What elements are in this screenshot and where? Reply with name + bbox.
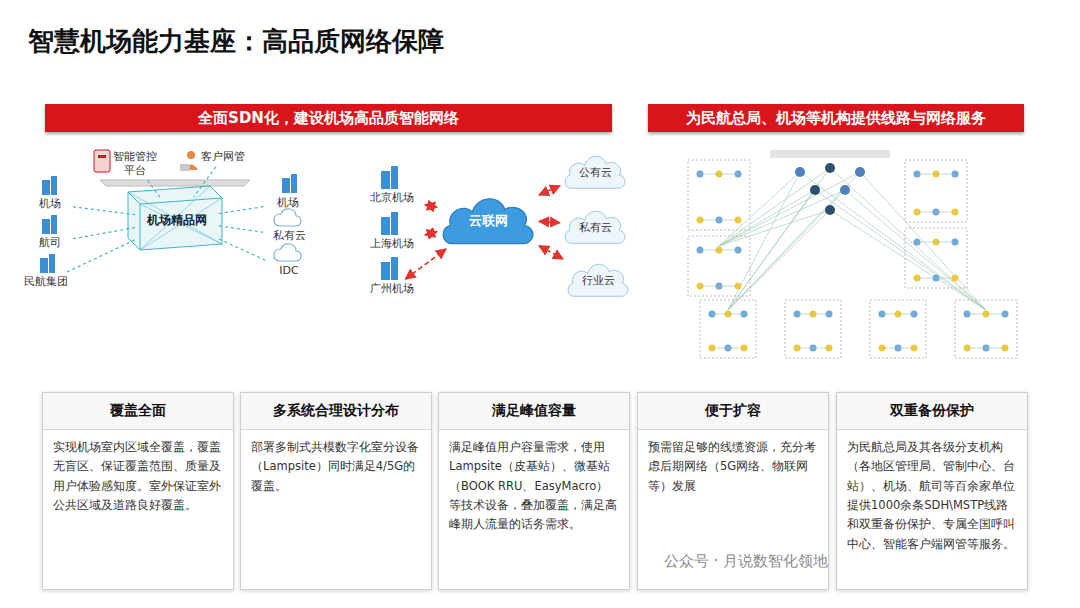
diagram-label: 客户网管: [201, 150, 245, 164]
connector: [67, 240, 135, 272]
connector: [148, 181, 160, 198]
node-text: 上海机场: [362, 237, 422, 251]
connector: [73, 228, 135, 239]
node-text: 为民航总局、机场等机构提供线路与网络服务: [686, 109, 986, 128]
node-body: 满足峰值用户容量需求，使用Lampsite（皮基站）、微基站（BOOK RRU、…: [439, 430, 629, 543]
cloud-shape: [443, 199, 533, 244]
diagram-label: 上海机场: [362, 237, 422, 251]
banner-band: 全面SDN化，建设机场高品质智能网络: [45, 104, 612, 132]
node-text: 北京机场: [362, 191, 422, 205]
diagram-label: 智能管控平台: [113, 150, 157, 178]
connector: [425, 232, 437, 235]
diagram-label: 私有云: [266, 229, 312, 243]
node-text: 机场: [30, 197, 70, 211]
feature-card: 双重备份保护为民航总局及其各级分支机构（各地区管理局、管制中心、台站）、机场、航…: [836, 392, 1028, 590]
connector: [219, 226, 263, 232]
cloud-node: 行业云: [566, 258, 630, 298]
connector: [539, 221, 560, 222]
node-text: 云联网: [469, 206, 508, 230]
feature-card: 多系统合理设计分布部署多制式共模数字化室分设备（Lampsite）同时满足4/5…: [240, 392, 432, 590]
management-icons: [94, 150, 250, 186]
connector: [539, 186, 560, 195]
node-text: 民航集团: [16, 275, 76, 289]
connector: [405, 249, 446, 279]
cloud-node: 私有云: [563, 205, 627, 245]
node-text: 客户网管: [201, 150, 245, 164]
building-icons: [40, 166, 398, 280]
watermark: 公众号 · 月说数智化领地: [664, 552, 828, 571]
feature-card: 覆盖全面实现机场室内区域全覆盖，覆盖无盲区、保证覆盖范围、质量及用户体验感知度。…: [42, 392, 234, 590]
node-body: 预需留足够的线缆资源，充分考虑后期网络（5G网络、物联网等）发展: [638, 430, 828, 504]
node-text: 机场精品网: [147, 212, 207, 229]
node-body: 实现机场室内区域全覆盖，覆盖无盲区、保证覆盖范围、质量及用户体验感知度。室外保证…: [43, 430, 233, 523]
banner-band: 为民航总局、机场等机构提供线路与网络服务: [648, 104, 1024, 132]
connector: [219, 206, 265, 213]
node-text: 多系统合理设计分布: [241, 393, 431, 430]
node-text: 智能管控平台: [113, 150, 157, 178]
node-body: 为民航总局及其各级分支机构（各地区管理局、管制中心、台站）、机场、航司等百余家单…: [837, 430, 1027, 562]
node-text: 全面SDN化，建设机场高品质智能网络: [198, 109, 459, 128]
diagram-label: 民航集团: [16, 275, 76, 289]
cloud-shape: [565, 156, 625, 188]
node-text: 便于扩容: [638, 393, 828, 430]
node-text: 行业云: [582, 269, 615, 288]
connector: [425, 205, 437, 208]
feature-card: 满足峰值容量满足峰值用户容量需求，使用Lampsite（皮基站）、微基站（BOO…: [438, 392, 630, 590]
node-text: 航司: [30, 236, 70, 250]
diagram-label: 广州机场: [362, 282, 422, 296]
node-text: 公有云: [579, 161, 612, 180]
node-text: 私有云: [266, 229, 312, 243]
connector: [219, 239, 267, 261]
page-title: 智慧机场能力基座：高品质网络保障: [28, 24, 444, 59]
node-text: 私有云: [579, 216, 612, 235]
node-text: 广州机场: [362, 282, 422, 296]
node-text: IDC: [270, 264, 308, 278]
node-text: 机场: [268, 196, 308, 210]
cloud-node: 公有云: [563, 150, 627, 190]
cloud-shape: [565, 211, 625, 243]
node-text: 双重备份保护: [837, 393, 1027, 430]
diagram-label: 机场: [268, 196, 308, 210]
node-body: 部署多制式共模数字化室分设备（Lampsite）同时满足4/5G的覆盖。: [241, 430, 431, 504]
node-text: 满足峰值容量: [439, 393, 629, 430]
connector: [73, 207, 135, 215]
diagram-label: 机场: [30, 197, 70, 211]
network-cube: [128, 186, 222, 250]
connector: [539, 246, 563, 259]
diagram-label: IDC: [270, 264, 308, 278]
topology-picture: [688, 150, 1017, 358]
diagram-label: 机场精品网: [138, 200, 216, 240]
cloud-shape: [568, 264, 628, 296]
diagram-label: 航司: [30, 236, 70, 250]
connector: [194, 167, 216, 197]
diagram-label: 北京机场: [362, 191, 422, 205]
cloud-node: 云联网: [440, 190, 536, 246]
node-text: 覆盖全面: [43, 393, 233, 430]
